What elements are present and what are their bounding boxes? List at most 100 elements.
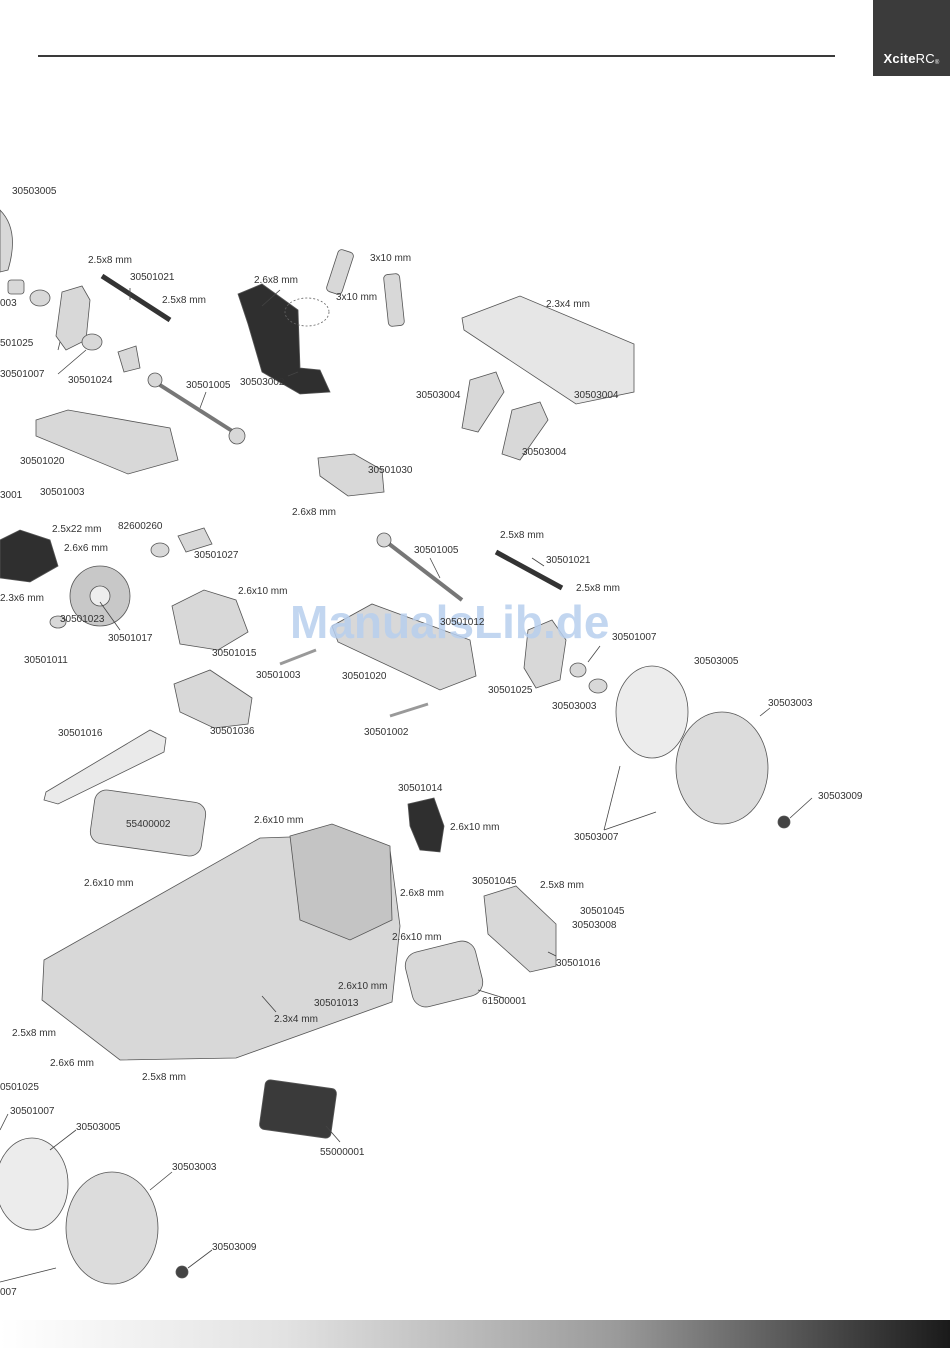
bushing-part — [588, 678, 608, 694]
part-label: 61500001 — [482, 996, 527, 1007]
part-label: 30503009 — [818, 791, 863, 802]
screw-label: 2.5x8 mm — [162, 295, 206, 306]
gearbox-part — [0, 529, 59, 583]
footer-gradient-bar — [0, 1320, 950, 1348]
lower-arm-part — [35, 409, 179, 475]
screw-label: 2.5x8 mm — [500, 530, 544, 541]
driveshaft-part — [382, 538, 464, 602]
screw-label: 2.3x4 mm — [274, 1014, 318, 1025]
hinge-pin-part — [279, 648, 317, 666]
bearing-part — [7, 279, 25, 295]
part-label: 30501016 — [58, 728, 103, 739]
turnbuckle-part — [494, 549, 564, 591]
screw-label: 3x10 mm — [336, 292, 377, 303]
motor-part — [404, 940, 484, 1008]
motor-plate-part — [483, 885, 557, 973]
wheel-partial-top — [0, 209, 13, 273]
turnbuckle-part — [100, 273, 172, 323]
screw-label: 2.6x10 mm — [84, 878, 133, 889]
exploded-parts-diagram: ManualsLib.de 30503005 2.5x8 mm 30501021… — [0, 186, 863, 1298]
cup-part — [117, 345, 141, 373]
hub-carrier-part — [523, 619, 567, 689]
bushing-part — [569, 662, 587, 678]
part-label: 30501020 — [342, 671, 387, 682]
shock-part — [326, 249, 354, 295]
chassis-gearbox — [289, 823, 393, 941]
part-label: 30501005 — [414, 545, 459, 556]
driveshaft-part — [150, 378, 242, 438]
part-label: 30501016 — [556, 958, 601, 969]
screw-label: 2.3x6 mm — [0, 593, 44, 604]
part-label: 30503003 — [768, 698, 813, 709]
part-label: 003 — [0, 298, 17, 309]
bushing-part — [49, 615, 67, 629]
part-label: 30503009 — [212, 1242, 257, 1253]
part-label: 55400002 — [126, 819, 171, 830]
part-label: 30501014 — [398, 783, 443, 794]
lower-arm-part — [331, 603, 477, 691]
part-label: 30503005 — [76, 1122, 121, 1133]
tire-part — [65, 1171, 159, 1285]
part-label: 30503002 — [240, 377, 285, 388]
wheel-part — [0, 1137, 69, 1231]
part-label: 30501021 — [130, 272, 175, 283]
part-label: 30501045 — [580, 906, 625, 917]
part-label: 30503004 — [416, 390, 461, 401]
shock-part — [383, 273, 405, 327]
wheel-part — [615, 665, 689, 759]
part-label: 30501005 — [186, 380, 231, 391]
part-label: 82600260 — [118, 521, 163, 532]
part-label: 30503004 — [574, 390, 619, 401]
screw-label: 2.6x8 mm — [292, 507, 336, 518]
part-label: 30501025 — [488, 685, 533, 696]
watermark-text: ManualsLib.de — [290, 596, 609, 648]
screw-label: 2.6x6 mm — [64, 543, 108, 554]
wheel-nut-part — [777, 815, 791, 829]
differential-part — [173, 669, 253, 729]
part-label: 30503004 — [522, 447, 567, 458]
spur-gear-hub — [89, 585, 111, 607]
part-label: 30503003 — [172, 1162, 217, 1173]
part-label: 30503005 — [12, 186, 57, 197]
battery-part — [89, 789, 207, 857]
screw-label: 2.6x6 mm — [50, 1058, 94, 1069]
part-label: 30501003 — [40, 487, 85, 498]
part-label: 30501027 — [194, 550, 239, 561]
part-label: 30503003 — [552, 701, 597, 712]
part-label: 007 — [0, 1287, 17, 1298]
outdrive-part — [177, 527, 213, 553]
wing-part — [461, 295, 635, 405]
driveshaft-end — [376, 532, 392, 548]
screw-label: 2.5x8 mm — [576, 583, 620, 594]
screw-label: 2.6x10 mm — [338, 981, 387, 992]
bulkhead-part — [407, 797, 445, 853]
part-label: 30501036 — [210, 726, 255, 737]
part-label: 30501003 — [256, 670, 301, 681]
part-label: 0501025 — [0, 1082, 39, 1093]
part-label: 30501015 — [212, 648, 257, 659]
bumper-mount-part — [317, 453, 385, 497]
part-label: 30501002 — [364, 727, 409, 738]
part-label: 30501021 — [546, 555, 591, 566]
part-label: 30501007 — [10, 1106, 55, 1117]
part-label: 30503008 — [572, 920, 617, 931]
part-label: 501025 — [0, 338, 34, 349]
bushing-part — [150, 542, 170, 558]
hinge-pin-part — [389, 702, 429, 718]
part-label: 30501017 — [108, 633, 153, 644]
part-label: 3001 — [0, 490, 23, 501]
part-label: 30501007 — [612, 632, 657, 643]
gearbox-housing-part — [171, 589, 249, 651]
shock-tower-part — [237, 283, 331, 395]
part-label: 30503007 — [574, 832, 619, 843]
esc-part — [259, 1079, 337, 1139]
screw-label: 2.6x8 mm — [254, 275, 298, 286]
screw-group-circle — [284, 297, 330, 327]
part-label: 30501007 — [0, 369, 45, 380]
screw-label: 2.6x10 mm — [254, 815, 303, 826]
screw-label: 2.6x8 mm — [400, 888, 444, 899]
driveshaft-end — [147, 372, 163, 388]
part-label: 30501023 — [60, 614, 105, 625]
screw-label: 2.5x8 mm — [540, 880, 584, 891]
